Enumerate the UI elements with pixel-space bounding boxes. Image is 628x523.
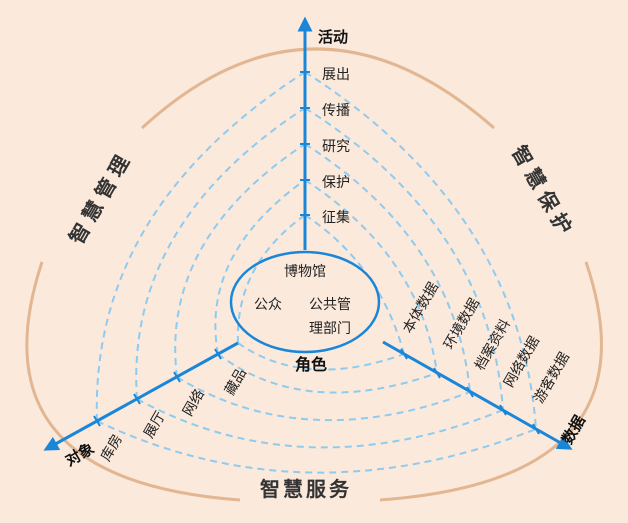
- data-tick-mark-0: [400, 348, 408, 360]
- data-tick-mark-4: [532, 423, 540, 435]
- data-tick-mark-3: [499, 404, 507, 416]
- data-tick-mark-2: [466, 386, 474, 398]
- object-tick-hall: 展厅: [141, 409, 169, 441]
- object-tick-mark-3: [93, 415, 101, 427]
- museum-ellipse: [229, 250, 381, 354]
- object-tick-mark-0: [214, 348, 222, 360]
- activity-tick-exhibit: 展出: [322, 67, 350, 83]
- object-tick-storage: 库房: [98, 432, 126, 464]
- object-axis: [43, 341, 239, 451]
- label-smart-service: 智慧服务: [260, 477, 352, 501]
- center-title: 博物馆: [284, 263, 326, 280]
- center-authority-line1: 公共管: [309, 297, 351, 313]
- dashed-arc-5: [304, 71, 537, 430]
- activity-tick-protect: 保护: [322, 175, 350, 191]
- data-tick-mark-1: [433, 367, 441, 379]
- activity-tick-spread: 传播: [322, 103, 350, 119]
- dashed-arc-6: [304, 107, 504, 411]
- center-public: 公众: [254, 297, 282, 313]
- data-tick-body: 本体数据: [400, 280, 442, 336]
- outer-outline: [25, 47, 603, 502]
- label-smart-protection: 智慧保护: [507, 141, 580, 243]
- dashed-arc-11: [136, 398, 504, 449]
- center-role-label: 角色: [295, 355, 327, 374]
- dashed-arc-7: [304, 143, 471, 393]
- activity-tick-research: 研究: [322, 139, 350, 155]
- dashed-arc-14: [237, 342, 405, 371]
- axis-name-activity: 活动: [318, 28, 348, 46]
- center-authority-line2: 理部门: [309, 321, 351, 337]
- data-tick-visitor: 游客数据: [530, 349, 573, 406]
- label-smart-management: 智慧管理: [64, 146, 137, 248]
- dashed-arc-2: [174, 143, 306, 378]
- axis-name-data: 数据: [558, 412, 589, 447]
- dashed-arc-13: [217, 353, 438, 394]
- dashed-arc-0: [95, 71, 306, 422]
- axis-tick-marks: [93, 71, 540, 435]
- object-tick-mark-1: [173, 371, 181, 383]
- dashed-arc-10: [96, 420, 537, 474]
- object-tick-collection: 藏品: [222, 366, 250, 398]
- object-tick-mark-2: [133, 393, 141, 405]
- dashed-arc-8: [304, 179, 438, 374]
- data-tick-archive: 档案资料: [471, 316, 514, 373]
- dashed-connection-arcs: [95, 71, 537, 474]
- dashed-arc-12: [176, 376, 471, 422]
- activity-tick-collect: 征集: [322, 209, 350, 226]
